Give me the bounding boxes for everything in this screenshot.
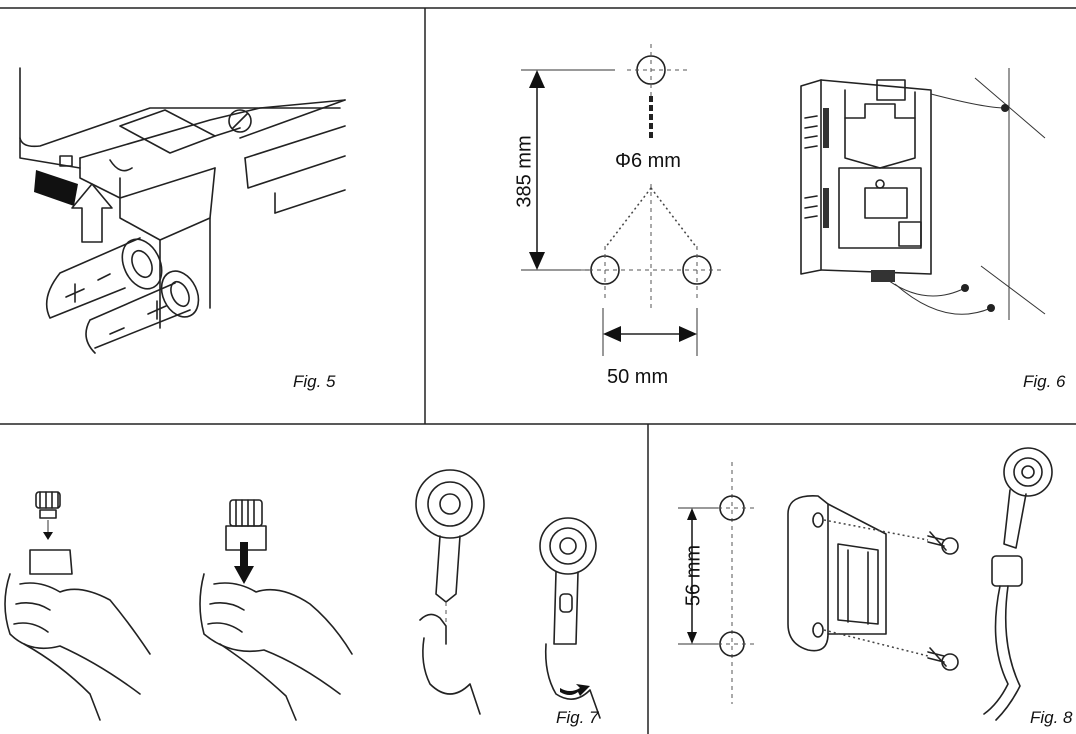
figure-5: Fig. 5 (0, 8, 425, 424)
battery-compartment-illustration (19, 67, 346, 354)
filter-installation-illustration (4, 469, 601, 721)
figure-6-caption: Fig. 6 (1023, 372, 1066, 391)
bracket-mounting-diagram (678, 447, 1053, 721)
figure-7: Fig. 7 (0, 424, 648, 734)
spacing-dimension-label: 56 mm (682, 544, 705, 607)
height-dimension-label: 385 mm (513, 135, 536, 208)
figure-7-caption: Fig. 7 (556, 708, 599, 727)
figure-8: 56 mm Fig. 8 (648, 424, 1076, 734)
hole-diameter-label: Φ6 mm (615, 150, 681, 172)
figure-8-caption: Fig. 8 (1030, 708, 1073, 727)
mounting-template-diagram (521, 44, 1046, 356)
figure-6: Φ6 mm 50 mm 385 mm Fig. 6 (425, 8, 1076, 424)
width-dimension-label: 50 mm (607, 366, 669, 388)
figure-5-caption: Fig. 5 (293, 372, 336, 391)
